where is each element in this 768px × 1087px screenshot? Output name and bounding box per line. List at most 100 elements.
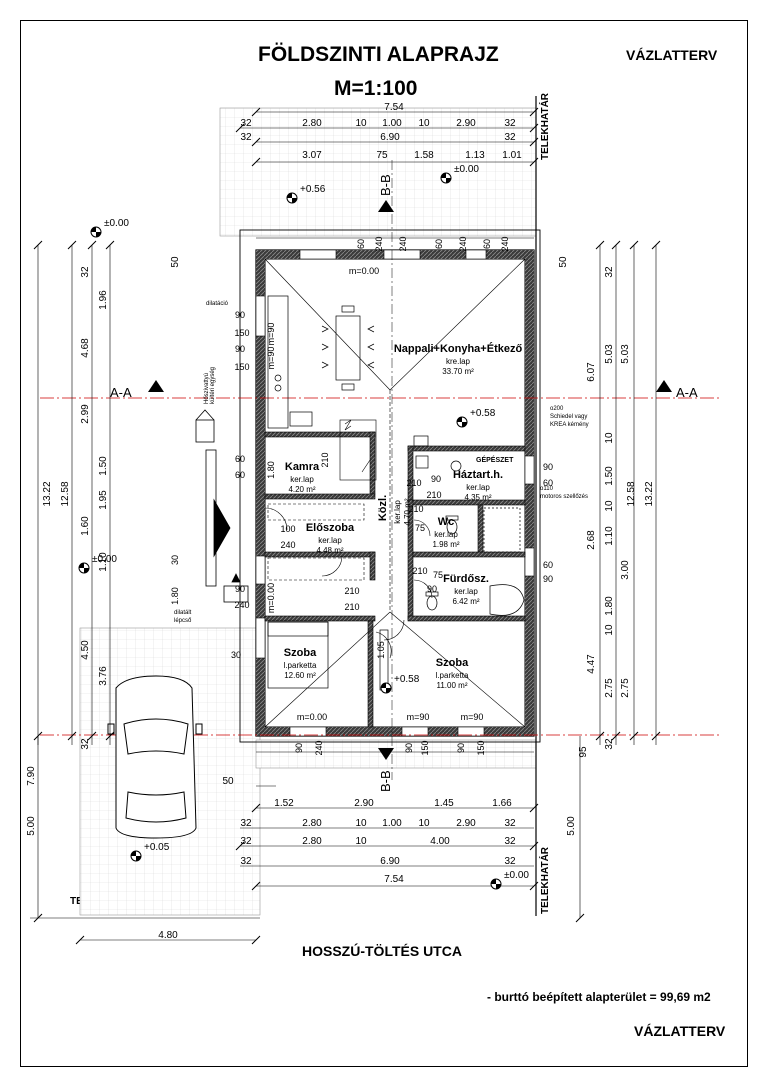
door-swings [264,507,433,659]
dim-left-site-0: 7.90 [26,766,37,786]
dim-open-bot-2: 90 [404,743,414,753]
room-floor: l.parketta [436,671,469,680]
dilatacio-label: dilatáció [206,301,229,307]
misc-21: 210 [408,504,423,514]
dim-open-top-1: 240 [374,236,384,251]
misc-22: 75 [415,523,425,533]
heat-pump-label-1: Hőszivattyú [204,373,210,404]
dim-left-c4: 1.50 [98,456,109,476]
dim-right-c13: 2.75 [604,678,615,698]
dim-right-c0: 32 [604,266,615,278]
misc-23: 210 [412,566,427,576]
dim-top-r1-1: 2.80 [302,118,322,129]
section-bb-top-label: B-B [378,174,393,196]
dim-left-c2: 4.68 [80,338,91,358]
misc-5: m=90 [407,712,430,722]
room-living: Nappali+Konyha+Étkező kre.lap 33.70 m² [394,342,523,376]
dim-top-r3-2: 1.58 [414,150,434,161]
level-marker-fill [131,851,141,861]
room-area: 4.48 m² [316,546,343,555]
heat-pump-label-2: kültéri egység [210,367,216,404]
section-labels: A-A A-A B-B B-B [110,174,698,792]
dim-open-bot-5: 150 [476,740,486,755]
level-marker-text: ±0.00 [454,164,479,175]
room-name: Nappali+Konyha+Étkező [394,342,523,355]
chimney-label-3: KREA kémény [550,422,589,428]
level-marker-text: +0.56 [300,184,326,195]
misc-31: 90 [427,584,437,594]
misc-14: 240 [280,540,295,550]
misc-30: 210 [344,602,359,612]
dim-left-outer1: 13.22 [42,481,53,506]
plot-boundary-labels: TELEKHATÁR TELEKHATÁR [538,92,551,914]
misc-7: 90 [235,310,245,320]
dim-left-site-1: 5.00 [26,816,37,836]
dim-top-r1-0: 32 [240,118,252,129]
staircase [339,419,377,481]
dim-right-c10: 1.80 [604,596,615,616]
dim-open-bot-4: 90 [456,743,466,753]
dim-bot-r3-0: 32 [240,836,252,847]
dim-right-c6: 10 [604,500,615,512]
dim-left-c9: 3.76 [98,666,109,686]
room-floor: l.parketta [284,661,317,670]
roof-ridges [264,258,526,728]
dim-right-outer1: 13.22 [644,481,655,506]
misc-11: 60 [235,454,245,464]
dim-left-c10: 32 [80,738,91,750]
room-name: Kamra [285,461,320,473]
room-name: Szoba [284,647,317,659]
dim-right-c9: 3.00 [620,560,631,580]
room-name: Szoba [436,657,469,669]
dim-bot-r3-4: 32 [504,836,516,847]
section-aa-right-arrow [656,380,672,392]
dim-bot-r2-5: 2.90 [456,818,476,829]
level-marker-fill [381,683,391,693]
chimney-label-1: o200 [550,406,564,412]
dim-right-c5: 1.50 [604,466,615,486]
dim-left-c8: 4.50 [80,640,91,660]
dim-top-r3-1: 75 [376,150,388,161]
level-marker-fill [91,227,101,237]
misc-33: 30 [231,650,241,660]
drawing-sheet [20,20,748,1067]
dim-right-c11: 10 [604,624,615,636]
misc-4: m=0.00 [297,712,327,722]
dim-bot-total: 7.54 [384,874,404,885]
dim-top-r1-4: 10 [418,118,430,129]
misc-8: 150 [234,328,249,338]
room-name: Wc [438,516,455,528]
room-area: 1.98 m² [432,540,459,549]
annotations: GÉPÉSZET dilatáció Hőszivattyú kültéri e… [174,301,589,624]
section-bb-bottom-label: B-B [378,770,393,792]
misc-27: 60 [543,560,553,570]
misc-19: 210 [406,478,421,488]
dim-top-total: 7.54 [384,102,404,113]
misc-3: m=90 [266,347,276,370]
dim-top-inner: 6.90 [380,132,400,143]
dim-top-r3-0: 3.07 [302,150,322,161]
dim-bot-r2-4: 10 [418,818,430,829]
entrance-canopy [205,449,249,603]
dim-left-c1: 1.96 [98,290,109,310]
sanitary-fixtures [413,435,525,616]
dimension-texts: 7.54 32 2.80 10 1.00 10 2.90 32 32 6.90 … [158,102,522,941]
dim-right-c2: 5.03 [604,344,615,364]
level-marker-fill [79,563,89,573]
room-area: 4.20 m² [288,485,315,494]
room-floor: ker.lap [318,536,342,545]
room-area: 4.70 m² [403,498,412,525]
stamp-top: VÁZLATTERV [626,47,718,63]
misc-1: m=0.00 [266,583,276,613]
dim-open-bot-0: 90 [294,743,304,753]
stamp-bottom: VÁZLATTERV [634,1023,726,1039]
dim-right-c4: 10 [604,432,615,444]
drawing-scale: M=1:100 [334,77,418,100]
dim-open-top-4: 240 [458,236,468,251]
room-wc: Wc ker.lap 1.98 m² [432,516,459,549]
dim-open-bot-3: 150 [420,740,430,755]
room-name: Közl. [377,495,389,521]
misc-34: 30 [170,555,180,565]
misc-2: m=90 [266,323,276,346]
